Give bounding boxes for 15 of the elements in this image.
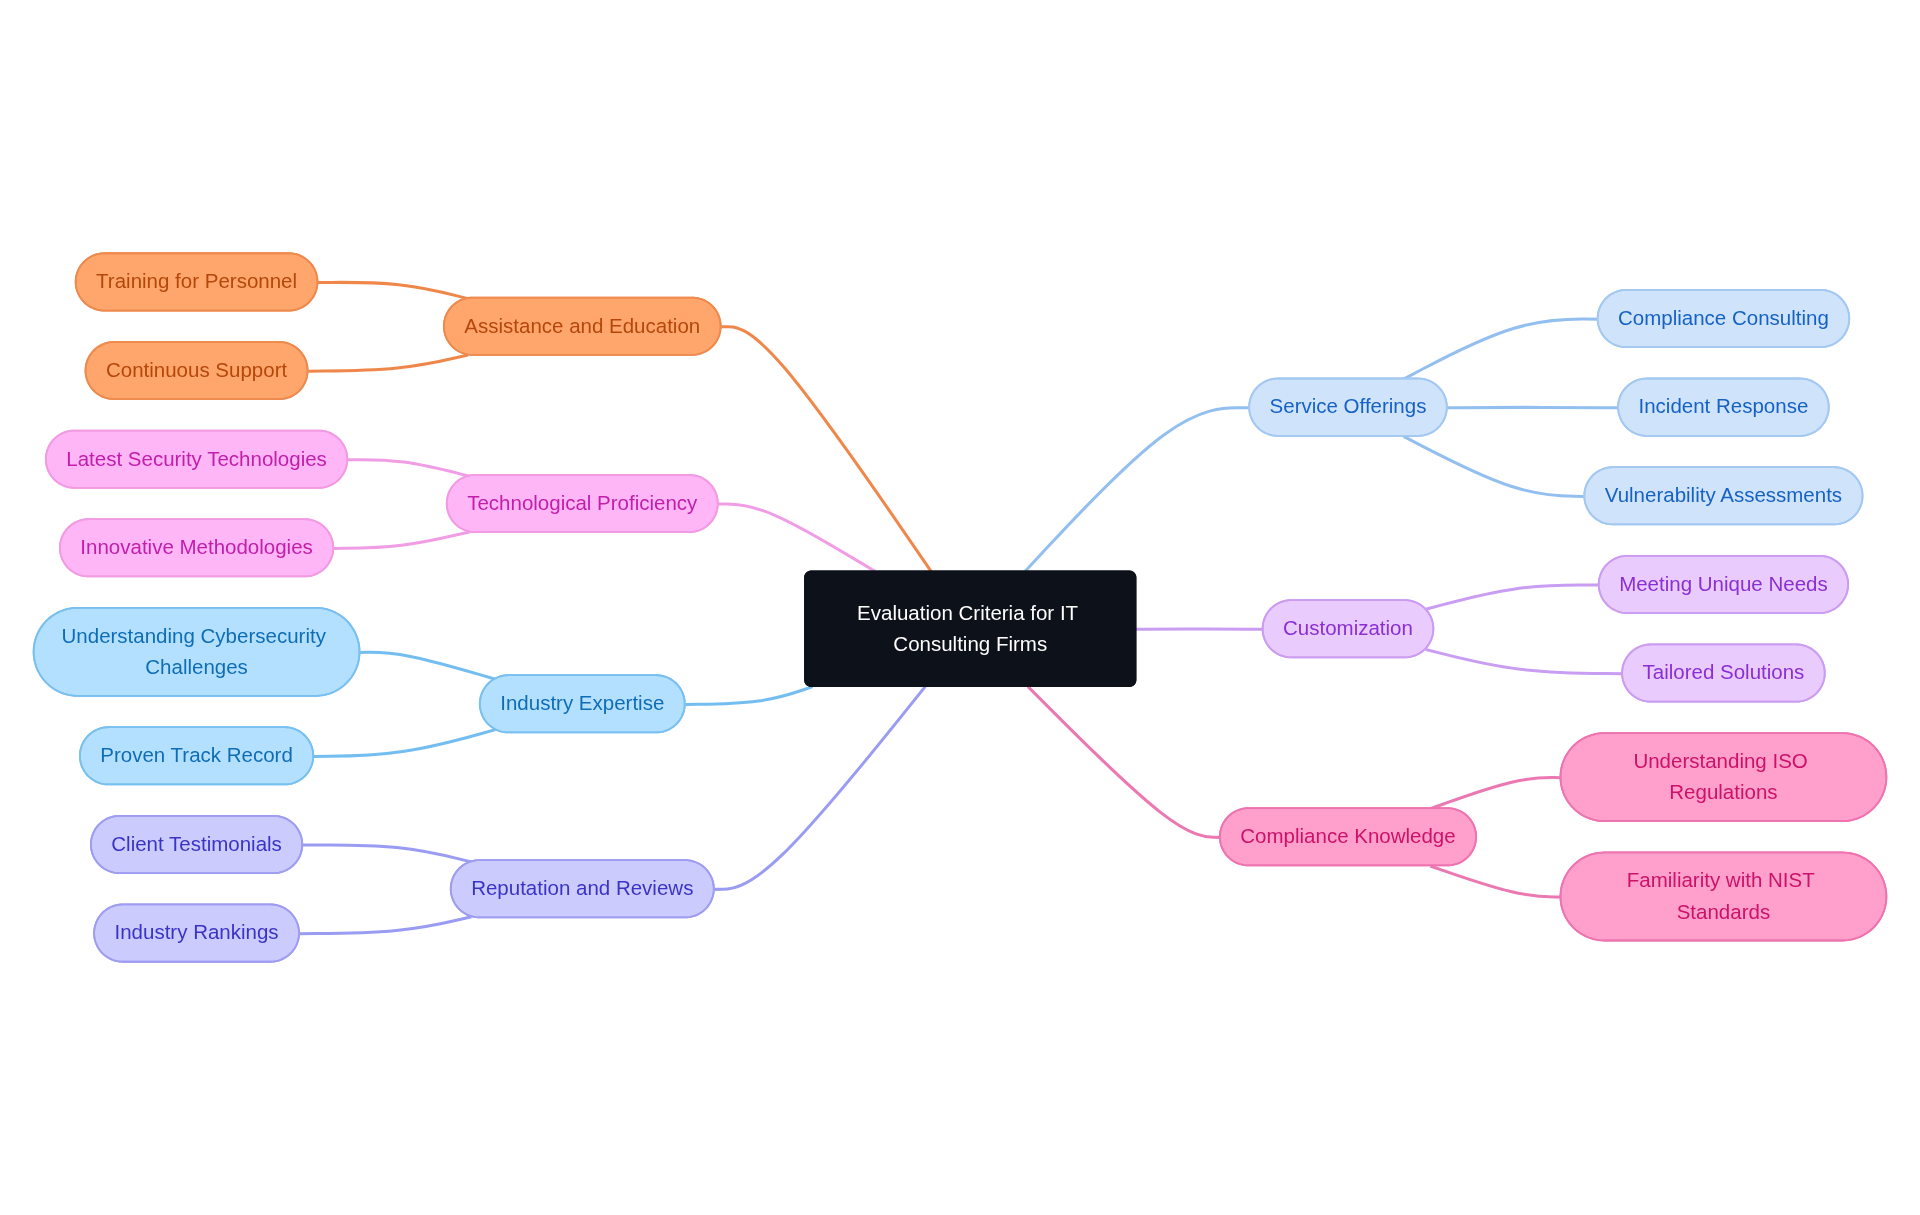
connector [302,843,472,864]
connector [1447,405,1619,410]
connector [1425,647,1623,676]
connector [318,280,469,301]
connector [308,353,469,373]
connector [1026,685,1221,839]
connector [347,458,470,478]
connector [299,915,472,936]
connector [685,685,814,706]
connector [714,685,927,891]
connector [313,728,496,758]
connector [1402,435,1585,498]
connector [721,325,933,573]
connector [360,650,496,681]
connector [333,530,470,550]
